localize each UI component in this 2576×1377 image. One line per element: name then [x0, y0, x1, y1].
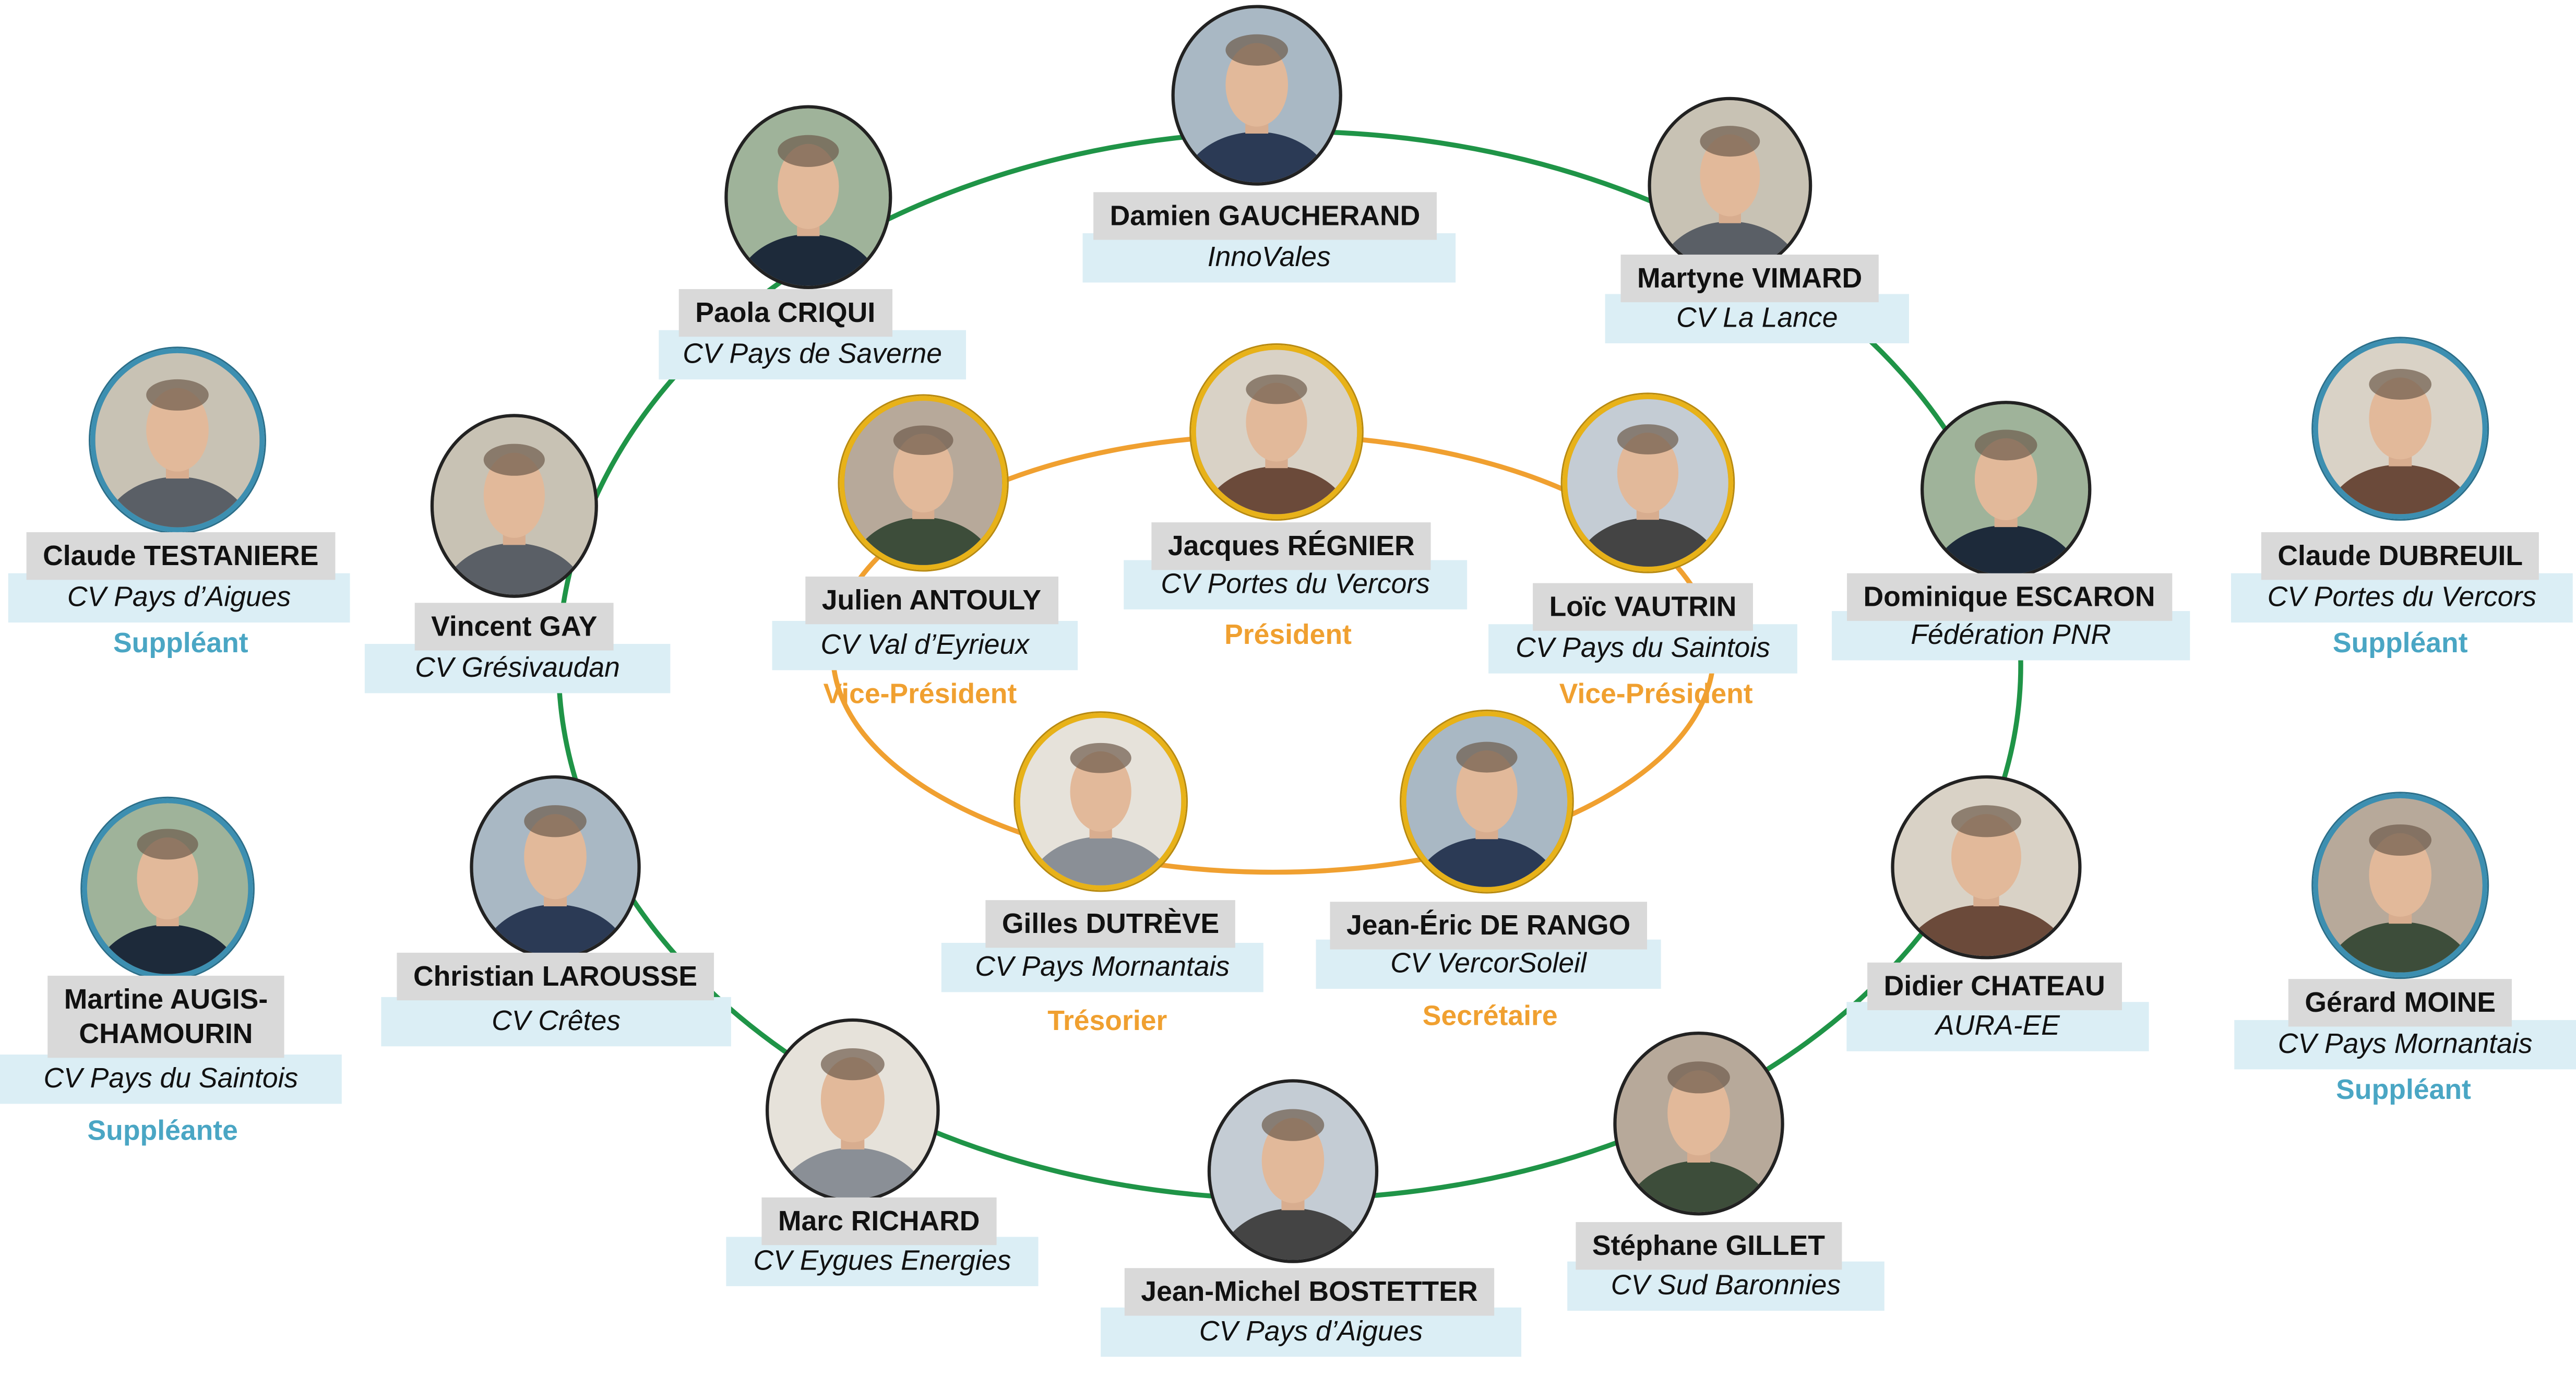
member-name: Martine AUGIS- CHAMOURIN: [47, 975, 284, 1058]
member-organization: CV Crêtes: [381, 997, 731, 1047]
member-photo: [2313, 793, 2488, 978]
member-organization: CV Grésivaudan: [364, 644, 671, 693]
member-organization: CV Pays Mornantais: [941, 942, 1263, 992]
member-organization: CV Pays de Saverne: [659, 330, 967, 380]
member-photo: [82, 798, 253, 979]
member-organization: AURA-EE: [1846, 1002, 2149, 1051]
member-organization: CV Pays d’Aigues: [1101, 1307, 1522, 1357]
member-photo: [1207, 1079, 1379, 1263]
member-photo: [1401, 711, 1572, 892]
member-photo: [1171, 5, 1342, 186]
portrait-icon: [2318, 798, 2483, 973]
member-photo: [1648, 97, 1812, 274]
member-name: Martyne VIMARD: [1620, 254, 1879, 303]
portrait-icon: [728, 108, 889, 286]
portrait-icon: [769, 1022, 937, 1200]
portrait-icon: [2318, 343, 2483, 514]
member-name: Jean-Éric DE RANGO: [1330, 902, 1647, 950]
member-organization: CV La Lance: [1605, 294, 1909, 343]
portrait-icon: [1894, 779, 2079, 956]
member-organization: CV Portes du Vercors: [2231, 573, 2573, 623]
portrait-icon: [1924, 404, 2089, 575]
portrait-icon: [95, 353, 260, 528]
member-photo: [724, 105, 892, 290]
member-name: Vincent GAY: [414, 603, 614, 651]
member-role: Suppléant: [113, 627, 248, 659]
member-name: Gilles DUTRÈVE: [985, 900, 1236, 948]
member-name: Claude TESTANIERE: [26, 532, 335, 580]
member-name: Christian LAROUSSE: [397, 952, 714, 1001]
member-photo: [1891, 775, 2082, 960]
portrait-icon: [473, 779, 638, 956]
member-role: Suppléant: [2332, 627, 2468, 659]
member-name: Claude DUBREUIL: [2261, 532, 2539, 580]
member-photo: [470, 775, 641, 960]
member-photo: [90, 348, 265, 532]
member-photo: [765, 1018, 940, 1203]
member-photo: [1015, 713, 1186, 891]
member-photo: [2313, 338, 2488, 519]
member-name: Jacques RÉGNIER: [1151, 522, 1432, 570]
member-photo: [1921, 401, 2092, 579]
portrait-icon: [1211, 1082, 1375, 1260]
member-name: Marc RICHARD: [761, 1197, 996, 1246]
member-organization: CV Pays Mornantais: [2234, 1020, 2576, 1070]
member-photo: [1562, 394, 1734, 572]
member-name: Julien ANTOULY: [805, 576, 1058, 625]
member-organization: CV Sud Baronnies: [1567, 1261, 1885, 1311]
member-name: Jean-Michel BOSTETTER: [1124, 1268, 1495, 1316]
member-name: Gérard MOINE: [2288, 979, 2512, 1027]
portrait-icon: [1020, 717, 1182, 885]
portrait-icon: [434, 417, 595, 595]
member-name: Didier CHATEAU: [1867, 962, 2122, 1011]
member-name: Stéphane GILLET: [1576, 1222, 1842, 1270]
member-organization: CV Pays d’Aigues: [8, 573, 350, 623]
member-photo: [839, 396, 1007, 570]
member-name: Loïc VAUTRIN: [1533, 583, 1753, 631]
member-photo: [1191, 345, 1362, 519]
member-organization: CV Eygues Energies: [726, 1237, 1039, 1286]
member-role: Vice-Président: [823, 678, 1017, 710]
member-role: Secrétaire: [1422, 1000, 1558, 1032]
portrait-icon: [87, 803, 248, 974]
portrait-icon: [1616, 1035, 1781, 1213]
member-photo: [1613, 1031, 1784, 1216]
portrait-icon: [1196, 350, 1357, 514]
portrait-icon: [1651, 100, 1809, 271]
member-organization: InnoVales: [1082, 233, 1456, 283]
member-organization: CV Pays du Saintois: [0, 1055, 342, 1104]
member-name: Damien GAUCHERAND: [1093, 192, 1437, 240]
member-organization: CV Pays du Saintois: [1488, 624, 1797, 674]
member-organization: CV Val d’Eyrieux: [772, 620, 1078, 670]
member-name: Paola CRIQUI: [678, 289, 892, 337]
member-role: Suppléant: [2336, 1074, 2471, 1106]
member-role: Président: [1224, 619, 1352, 651]
portrait-icon: [844, 401, 1003, 565]
portrait-icon: [1567, 399, 1728, 567]
member-name: Dominique ESCARON: [1847, 573, 2172, 621]
member-role: Trésorier: [1047, 1005, 1167, 1037]
portrait-icon: [1406, 716, 1568, 887]
member-photo: [430, 414, 598, 598]
member-role: Suppléante: [87, 1115, 238, 1147]
member-role: Vice-Président: [1559, 678, 1753, 710]
portrait-icon: [1174, 8, 1339, 183]
